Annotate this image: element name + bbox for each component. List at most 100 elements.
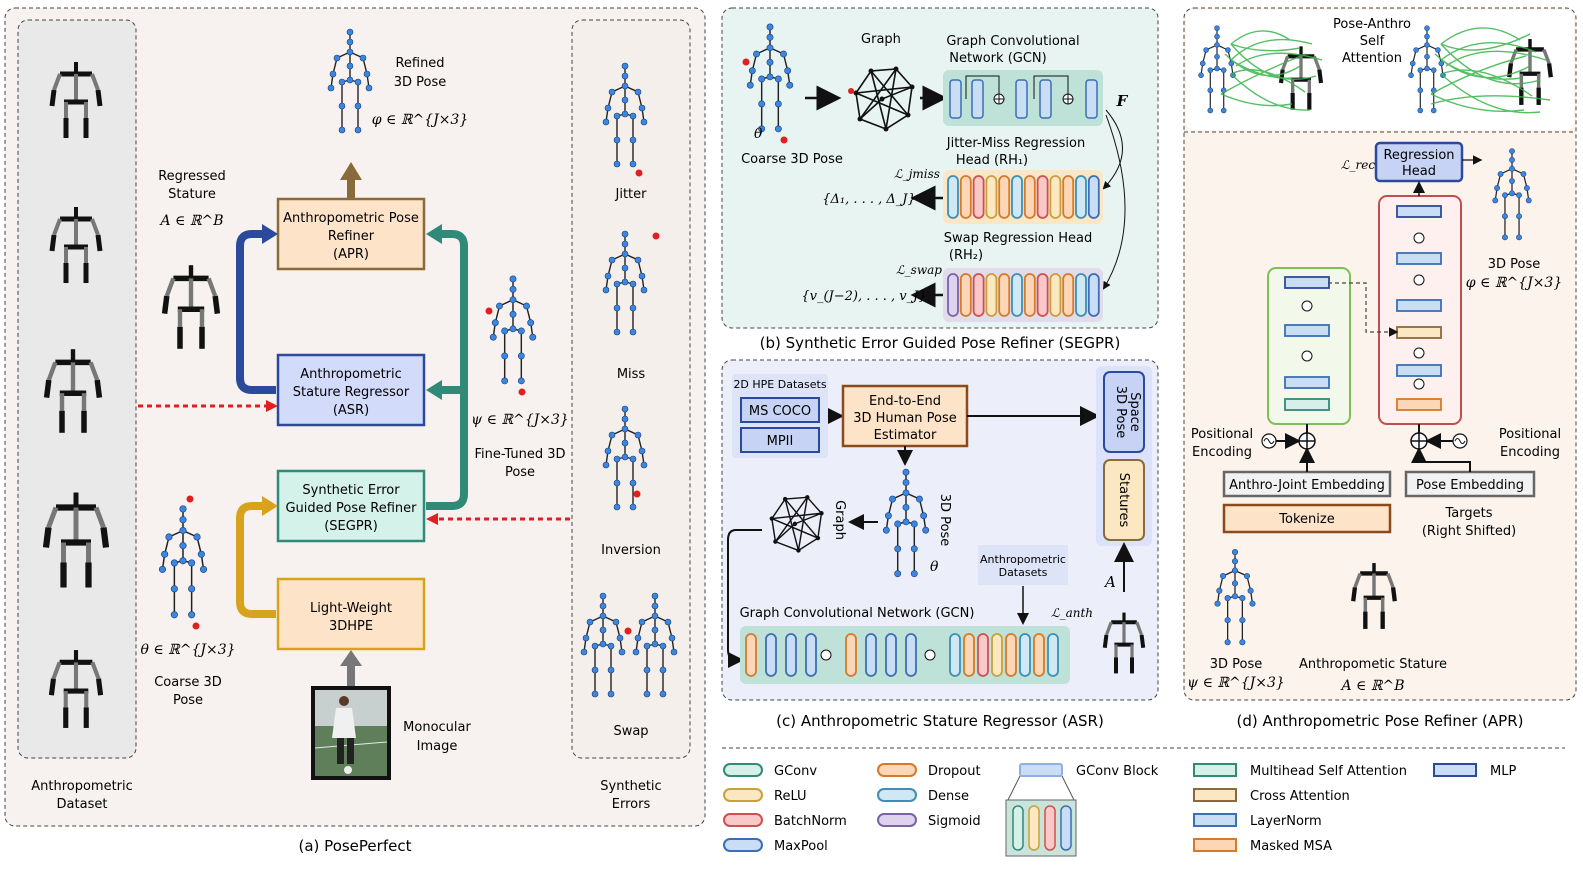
legend-masked: Masked MSA [1193, 838, 1332, 854]
asr-box [276, 353, 426, 427]
asr-to-apr-arrow [236, 230, 276, 394]
anthro-datasets-box [978, 545, 1068, 585]
legend-dropout: Dropout [877, 763, 981, 779]
segpr-gcn-layers [949, 75, 1098, 119]
asr-gcn-layer-4 [845, 633, 857, 677]
dataset-label-1: Anthropometric [31, 779, 133, 794]
panel-d: Pose-Anthro Self Attention Regression He… [1183, 7, 1577, 730]
legend-maxpool: MaxPool [723, 838, 828, 854]
svg-text:Multihead Self Attention: Multihead Self Attention [1250, 764, 1407, 779]
tokenize-box [1222, 503, 1392, 534]
rh2-label-1: Swap Regression Head [944, 231, 1092, 246]
svg-text:Masked MSA: Masked MSA [1250, 839, 1332, 854]
apr-label-1: Anthropometric Pose [283, 211, 419, 226]
enc-add-node [1298, 432, 1316, 450]
error-jitter-label: Jitter [615, 187, 648, 202]
attention-lines-right [1430, 27, 1551, 114]
enc-mhsa [1284, 398, 1330, 411]
legend-batchnorm: BatchNorm [723, 813, 847, 829]
rh2layers-layer-8 [1049, 273, 1062, 317]
caption-d: (d) Anthropometric Pose Refiner (APR) [1237, 712, 1524, 730]
attention-lines-left [1220, 30, 1323, 111]
synthetic-label-1: Synthetic [600, 779, 661, 794]
apr-a: A ∈ ℝ^B [1339, 678, 1404, 694]
reg-head-label-2: Head [1402, 164, 1436, 179]
rh2layers-layer-1 [959, 273, 972, 317]
asr-gcn-layer-12 [1005, 633, 1017, 677]
synthetic-errors-box [571, 19, 691, 759]
segpr-error-joint-2 [780, 136, 788, 144]
encoder-to-cross-arrow [1328, 282, 1399, 337]
pos-enc-left-icon [1261, 433, 1277, 449]
hpe-to-segpr-arrow [236, 502, 276, 618]
mpii-box [740, 427, 820, 453]
asr-add-node-0 [820, 649, 832, 661]
svg-text:MaxPool: MaxPool [774, 839, 828, 854]
asr-gcn-layer-1 [765, 633, 777, 677]
asr-gcn-layer-13 [1019, 633, 1031, 677]
coarse-error-joint [186, 495, 194, 503]
rh2layers-layer-4 [998, 273, 1011, 317]
light-3dhpe-box [276, 577, 426, 651]
rh2layers-layer-10 [1075, 273, 1087, 317]
apr-psi: ψ ∈ ℝ^{J×3} [1187, 675, 1285, 691]
caption-b: (b) Synthetic Error Guided Pose Refiner … [760, 334, 1121, 352]
gcn-label-2: Network (GCN) [949, 51, 1046, 66]
dec-add-2 [1413, 274, 1425, 286]
rh2layers-layer-3 [985, 273, 998, 317]
panel-a: Anthropometric Dataset Jitter Miss Inver… [4, 7, 706, 855]
legend-relu: ReLU [723, 788, 807, 804]
anthro-datasets-label-2: Datasets [999, 566, 1048, 579]
inversion-error-joint [633, 490, 641, 498]
enc-layernorm-1 [1284, 324, 1330, 337]
dataset-to-asr-arrowhead [266, 400, 278, 412]
e2e-label-1: End-to-End [869, 394, 941, 409]
asr-theta: θ [930, 559, 939, 575]
legend-cross: Cross Attention [1193, 788, 1350, 804]
light-label-1: Light-Weight [310, 601, 392, 616]
dec-add-1 [1413, 232, 1425, 244]
pos-enc-right-1: Positional [1499, 427, 1561, 442]
e2e-label-2: 3D Human Pose [853, 411, 957, 426]
gcn-label-1: Graph Convolutional [946, 34, 1079, 49]
rh1layers-layer-9 [1062, 175, 1075, 219]
legend-mlp: MLP [1433, 763, 1516, 779]
rh2layers-layer-7 [1036, 273, 1049, 317]
refined-label-1: Refined [395, 56, 444, 71]
theta-math: θ ∈ ℝ^{J×3} [140, 642, 235, 658]
rh2layers-layer-11 [1087, 273, 1100, 317]
rh1layers-layer-8 [1049, 175, 1062, 219]
rh2layers-layer-9 [1062, 273, 1075, 317]
asr-gcn-layers [745, 633, 1059, 677]
asr-gcn-layer-14 [1033, 633, 1045, 677]
pose-emb-to-dec-add [1411, 447, 1471, 472]
segpr-label-3: (SEGPR) [324, 519, 378, 534]
legend-layernorm: LayerNorm [1193, 813, 1322, 829]
monocular-image [311, 686, 391, 780]
dec-layernorm-3 [1396, 364, 1442, 377]
apr-pose-label: 3D Pose [1488, 257, 1541, 272]
phi-math: φ ∈ ℝ^{J×3} [372, 112, 469, 128]
asr-gcn-layer-5 [865, 633, 877, 677]
dec-masked-msa [1396, 398, 1442, 411]
psi-math: ψ ∈ ℝ^{J×3} [471, 412, 569, 428]
pose-space-label-1: 3D Pose [1113, 386, 1128, 439]
apr-label-3: (APR) [333, 247, 369, 262]
rh2layers-layer-2 [972, 273, 985, 317]
svg-text:GConv Block: GConv Block [1076, 764, 1159, 779]
mscoco-box [740, 397, 820, 423]
l-rec: ℒ_rec [1341, 158, 1375, 172]
encoder-layers [1284, 276, 1330, 411]
pose-space-label-2: Space [1127, 392, 1142, 432]
error-inversion-label: Inversion [601, 543, 661, 558]
svg-text:Dense: Dense [928, 789, 969, 804]
anthro-joint-label: Anthro-Joint Embedding [1229, 478, 1385, 493]
legend: GConv ReLU BatchNorm MaxPool Dropout Den… [722, 747, 1565, 857]
e2e-label-3: Estimator [874, 428, 937, 443]
monocular-label-1: Monocular [403, 720, 471, 735]
errors-to-segpr-arrowhead [426, 513, 438, 525]
pos-enc-right-icon [1452, 433, 1468, 449]
asr-gcn-layer-6 [885, 633, 897, 677]
hpe-to-segpr-arrowhead [262, 496, 278, 516]
asr-gcn-layer-11 [991, 633, 1003, 677]
